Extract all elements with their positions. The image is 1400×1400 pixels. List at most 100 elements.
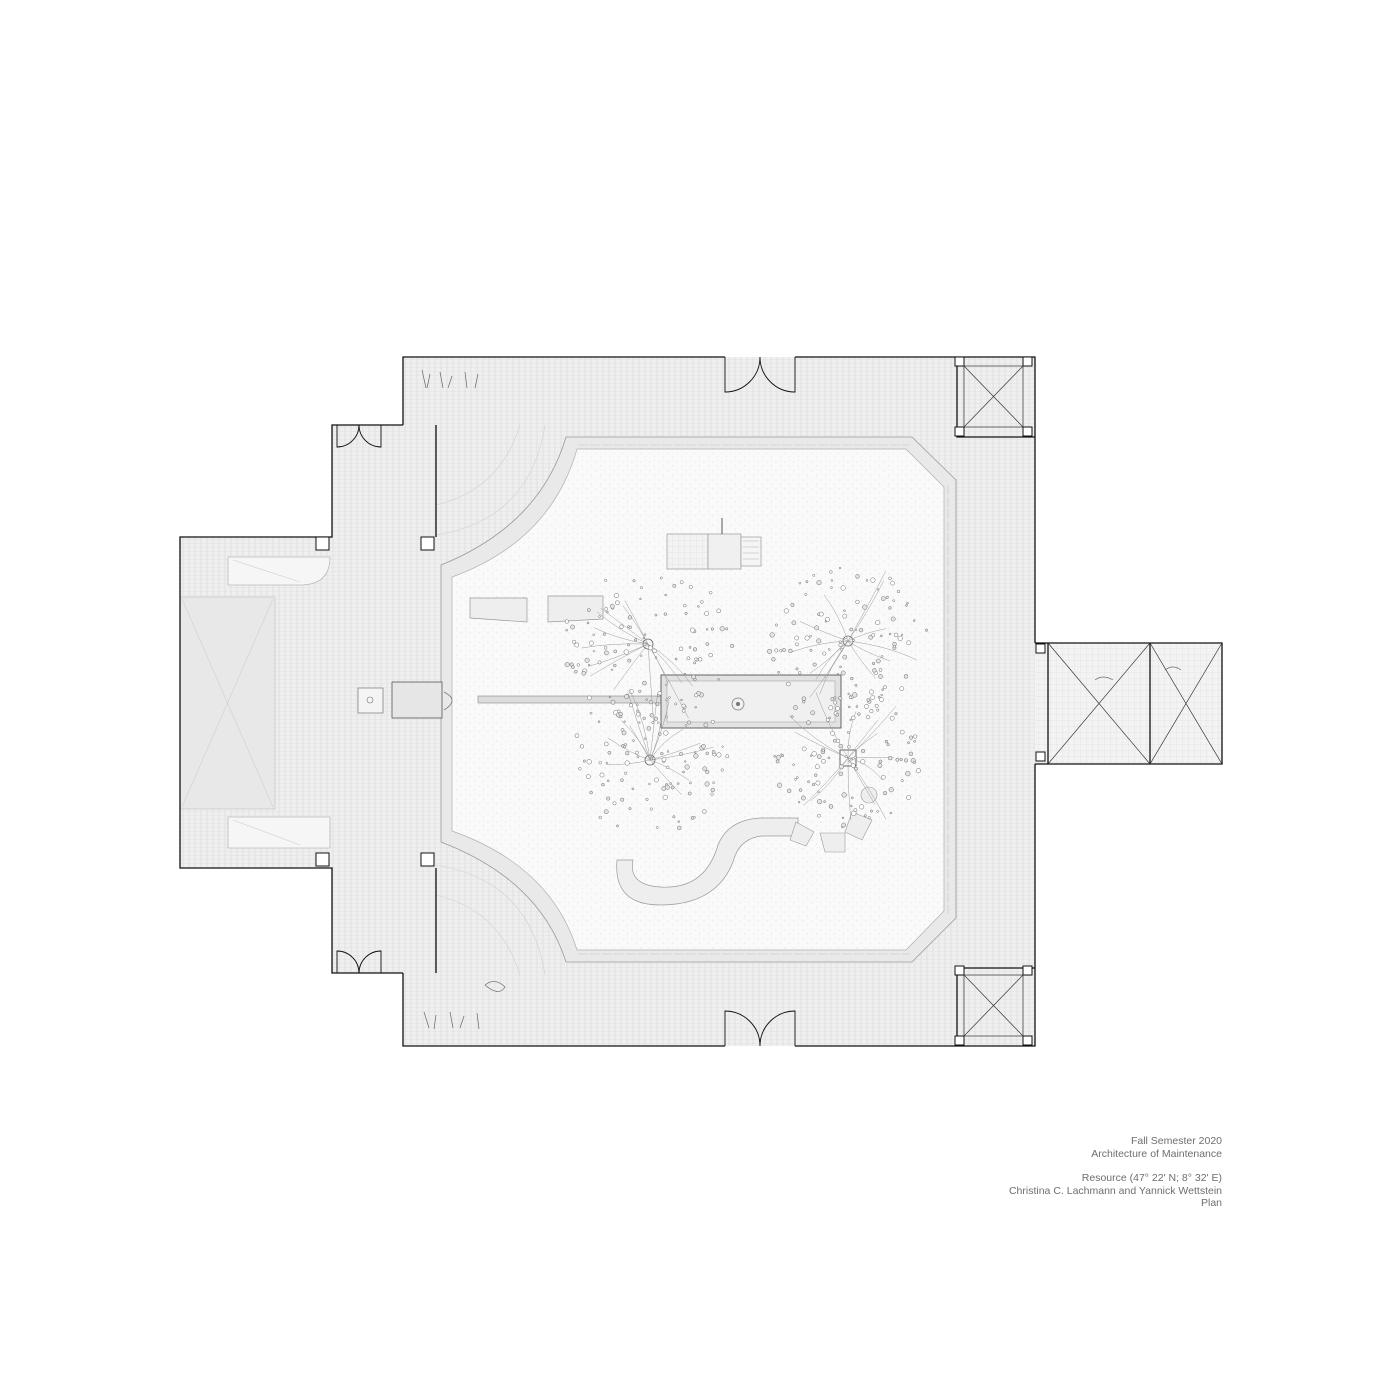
leaf-cluster [688, 585, 693, 589]
leaf-cluster [807, 780, 810, 784]
leaf-cluster [887, 755, 893, 761]
leaf-cluster [798, 671, 802, 675]
leaf-cluster [767, 648, 773, 654]
leaf-cluster [846, 730, 850, 734]
leaf-cluster [605, 761, 608, 765]
leaf-cluster [885, 595, 889, 599]
leaf-cluster [679, 580, 684, 585]
leaf-cluster [819, 611, 824, 617]
leaf-cluster [702, 766, 708, 772]
leaf-cluster [613, 663, 617, 668]
leaf-cluster [889, 811, 892, 815]
leaf-cluster [842, 654, 848, 660]
tree-branch [791, 640, 849, 653]
leaf-cluster [725, 627, 729, 631]
leaf-cluster [851, 810, 857, 816]
leaf-cluster [619, 624, 624, 629]
leaf-cluster [817, 790, 820, 793]
tree-branch [597, 611, 649, 645]
leaf-cluster [687, 791, 692, 796]
leaf-cluster [908, 751, 914, 756]
leaf-cluster [612, 801, 617, 806]
leaf-cluster [700, 600, 704, 604]
leaf-cluster [830, 586, 833, 589]
leaf-cluster [829, 570, 833, 574]
leaf-cluster [592, 650, 595, 653]
leaf-cluster [666, 765, 670, 770]
tree-branch [795, 731, 849, 759]
leaf-cluster [642, 716, 646, 720]
leaf-cluster [704, 781, 710, 787]
leaf-cluster [847, 745, 851, 749]
leaf-cluster [884, 739, 889, 744]
leaf-cluster [677, 820, 680, 823]
leaf-cluster [604, 578, 608, 582]
leaf-cluster [824, 620, 827, 623]
leaf-cluster [628, 703, 634, 708]
leaf-cluster [855, 629, 858, 632]
leaf-cluster [627, 625, 630, 628]
leaf-cluster [775, 623, 778, 627]
tree-branch [607, 737, 651, 761]
leaf-cluster [814, 625, 820, 631]
leaf-cluster [777, 670, 780, 674]
leaf-cluster [888, 787, 894, 793]
leaf-cluster [719, 626, 725, 632]
leaf-cluster [835, 713, 840, 717]
leaf-cluster [865, 579, 869, 582]
tree-branch [819, 640, 849, 695]
leaf-cluster [880, 774, 886, 780]
leaf-cluster [900, 779, 904, 783]
tree-branch [799, 621, 849, 642]
walls [179, 356, 1223, 1047]
leaf-cluster [598, 761, 602, 765]
leaf-cluster [614, 593, 619, 598]
leaf-cluster [888, 606, 892, 610]
leaf-cluster [844, 636, 848, 639]
leaf-cluster [572, 639, 576, 644]
leaf-cluster [893, 645, 896, 648]
leaf-cluster [672, 815, 676, 819]
leaf-cluster [705, 769, 710, 774]
leaf-cluster [578, 767, 582, 771]
leaf-cluster [627, 615, 633, 620]
leaf-cluster [896, 589, 901, 594]
tree-branch [847, 711, 857, 759]
leaf-cluster [835, 738, 841, 743]
leaf-cluster [883, 791, 888, 796]
leaf-cluster [878, 674, 883, 679]
leaf-cluster [790, 602, 795, 607]
leaf-cluster [880, 596, 886, 601]
leaf-cluster [850, 757, 853, 761]
leaf-cluster [687, 720, 692, 725]
tree-branch [847, 640, 917, 661]
leaf-cluster [697, 605, 700, 608]
leaf-cluster [791, 620, 797, 626]
leaf-cluster [636, 755, 640, 759]
leaf-cluster [788, 648, 793, 654]
leaf-cluster [816, 638, 822, 644]
tree-branch [810, 757, 849, 802]
leaf-cluster [906, 640, 912, 646]
leaf-cluster [574, 669, 578, 674]
leaf-cluster [564, 619, 569, 624]
leaf-cluster [608, 695, 612, 699]
leaf-cluster [773, 755, 777, 758]
leaf-cluster [899, 729, 905, 735]
leaf-cluster [711, 750, 716, 754]
leaf-cluster [876, 708, 880, 712]
tree-canopies [564, 566, 928, 831]
leaf-cluster [624, 694, 630, 700]
leaf-cluster [665, 698, 669, 702]
leaf-cluster [581, 670, 587, 676]
tree-branch [815, 640, 849, 680]
leaf-cluster [648, 782, 651, 786]
leaf-cluster [701, 743, 706, 749]
leaf-cluster [900, 633, 904, 636]
leaf-cluster [703, 722, 709, 728]
leaf-cluster [717, 678, 720, 681]
leaf-cluster [686, 656, 691, 661]
leaf-cluster [838, 743, 843, 749]
leaf-cluster [890, 616, 896, 622]
